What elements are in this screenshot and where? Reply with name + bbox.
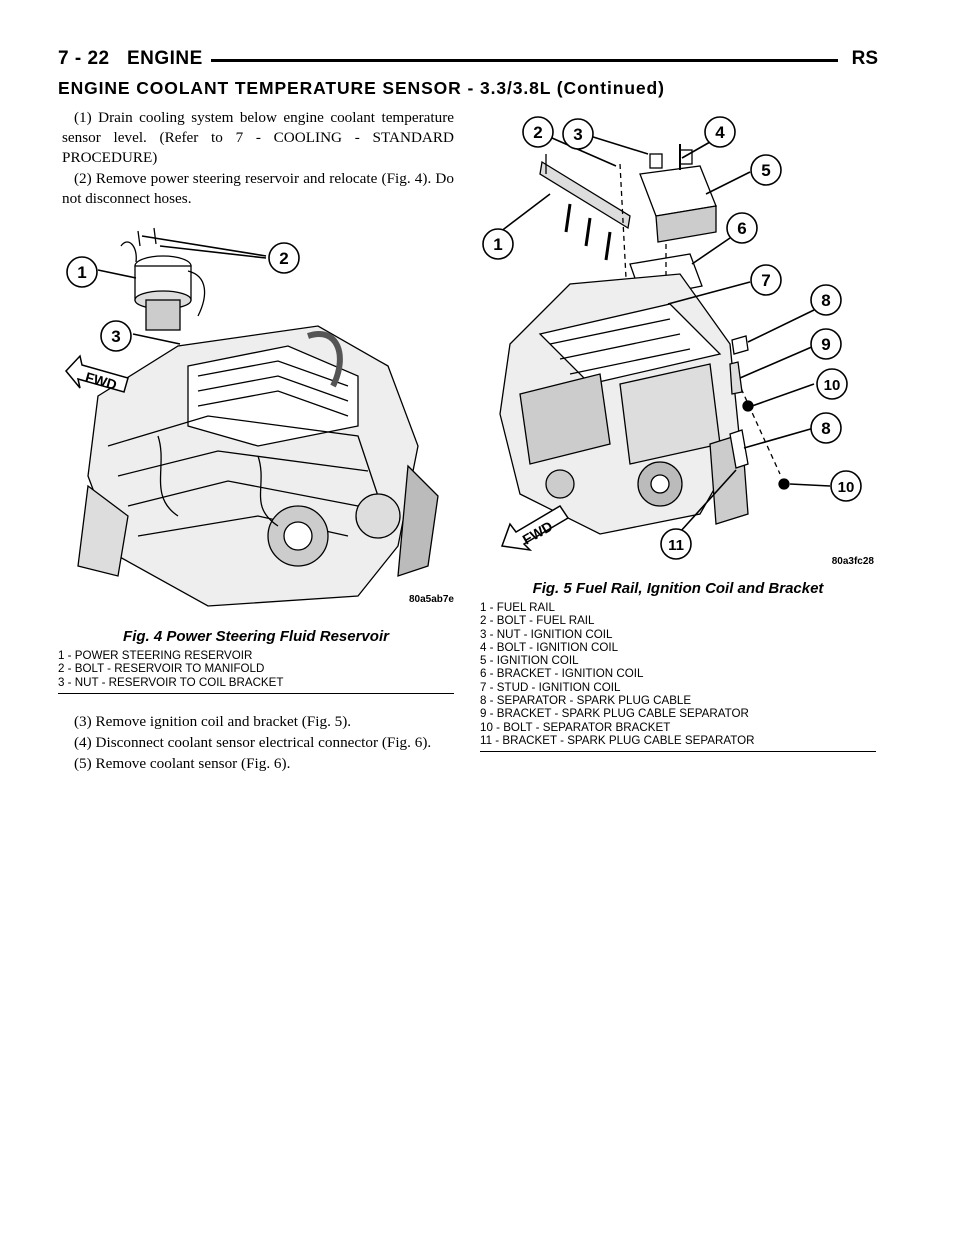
fig4-callouts: 1 2 3 bbox=[66, 242, 300, 352]
fig5-legend-item: 7 - STUD - IGNITION COIL bbox=[480, 680, 621, 694]
step-1: (1) Drain cooling system below engine co… bbox=[62, 109, 454, 166]
fig5-legend: 1 - FUEL RAIL 2 - BOLT - FUEL RAIL 3 - N… bbox=[480, 601, 876, 747]
fig5-callout-11: 11 bbox=[668, 537, 684, 554]
step-2: (2) Remove power steering reservoir and … bbox=[62, 170, 454, 207]
fig5-callout-7: 7 bbox=[761, 271, 770, 290]
fig4-callout-2: 2 bbox=[279, 249, 288, 268]
fig5-legend-item: 6 - BRACKET - IGNITION COIL bbox=[480, 667, 644, 681]
fig4-caption: Fig. 4 Power Steering Fluid Reservoir bbox=[123, 628, 389, 645]
page-header: 7 - 22 ENGINE RS bbox=[58, 48, 878, 72]
fig5-caption: Fig. 5 Fuel Rail, Ignition Coil and Brac… bbox=[532, 580, 824, 597]
fwd-arrow: FWD bbox=[65, 354, 129, 393]
fig5-callout-5: 5 bbox=[761, 161, 770, 180]
fig5-callout-9: 9 bbox=[821, 335, 830, 354]
fig5-legend-item: 9 - BRACKET - SPARK PLUG CABLE SEPARATOR bbox=[480, 707, 749, 721]
fig5-callout-8: 8 bbox=[821, 291, 830, 310]
fig4-callout-1: 1 bbox=[77, 263, 86, 282]
fig4-callout-3: 3 bbox=[111, 327, 120, 346]
header-rule bbox=[208, 59, 838, 62]
fig4-rule bbox=[58, 692, 454, 694]
header-left: 7 - 22 ENGINE bbox=[58, 48, 211, 70]
fig5-legend-item: 5 - IGNITION COIL bbox=[480, 654, 579, 668]
figure-4: FWD 1 2 3 80a5ab7e Fig. 4 Power Steering… bbox=[58, 216, 454, 694]
fig5-rule bbox=[480, 751, 876, 753]
fig5-callout-10b: 10 bbox=[838, 479, 855, 496]
fig5-legend-item: 1 - FUEL RAIL bbox=[480, 601, 555, 614]
fig4-illustration: FWD 1 2 3 bbox=[65, 227, 439, 607]
fig5-legend-item: 4 - BOLT - IGNITION COIL bbox=[480, 640, 619, 654]
fig5-callout-4: 4 bbox=[715, 123, 725, 142]
fig4-legend-item: 3 - NUT - RESERVOIR TO COIL BRACKET bbox=[58, 675, 284, 689]
fig5-code: 80a3fc28 bbox=[831, 556, 874, 567]
fig5-callout-3: 3 bbox=[573, 125, 582, 144]
step-3: (3) Remove ignition coil and bracket (Fi… bbox=[74, 713, 352, 730]
model-code: RS bbox=[843, 48, 878, 70]
fig5-callout-10: 10 bbox=[824, 377, 841, 394]
fig5-legend-item: 2 - BOLT - FUEL RAIL bbox=[480, 614, 595, 628]
fig5-legend-item: 8 - SEPARATOR - SPARK PLUG CABLE bbox=[480, 694, 692, 708]
fig5-legend-item: 10 - BOLT - SEPARATOR BRACKET bbox=[480, 720, 671, 734]
figure-5: FWD 1 2 3 4 5 6 7 8 9 10 8 10 bbox=[480, 114, 876, 753]
steps-bottom: (3) Remove ignition coil and bracket (Fi… bbox=[62, 712, 454, 775]
fig5-callout-8b: 8 bbox=[821, 419, 830, 438]
step-4: (4) Disconnect coolant sensor electrical… bbox=[74, 734, 432, 751]
fig5-callout-1: 1 bbox=[493, 235, 502, 254]
section-name: ENGINE bbox=[126, 48, 203, 69]
fig4-legend-item: 2 - BOLT - RESERVOIR TO MANIFOLD bbox=[58, 662, 265, 676]
section-title: ENGINE COOLANT TEMPERATURE SENSOR - 3.3/… bbox=[58, 78, 665, 98]
fig5-callouts: 1 2 3 4 5 6 7 8 9 10 8 10 11 bbox=[482, 116, 862, 560]
fwd-arrow: FWD bbox=[500, 504, 570, 552]
steps-top: (1) Drain cooling system below engine co… bbox=[62, 108, 454, 210]
page-number: 7 - 22 bbox=[58, 48, 110, 69]
fwd-label: FWD bbox=[84, 369, 119, 393]
fig5-illustration: FWD 1 2 3 4 5 6 7 8 9 10 8 10 bbox=[482, 116, 862, 560]
fig4-legend: 1 - POWER STEERING RESERVOIR 2 - BOLT - … bbox=[58, 649, 454, 689]
fig5-legend-item: 3 - NUT - IGNITION COIL bbox=[480, 627, 613, 641]
fig5-callout-2: 2 bbox=[533, 123, 542, 142]
step-5: (5) Remove coolant sensor (Fig. 6). bbox=[74, 755, 291, 772]
fig4-code: 80a5ab7e bbox=[408, 594, 454, 605]
fig4-legend-item: 1 - POWER STEERING RESERVOIR bbox=[58, 649, 253, 662]
fig5-legend-item: 11 - BRACKET - SPARK PLUG CABLE SEPARATO… bbox=[480, 733, 755, 747]
fig5-callout-6: 6 bbox=[737, 219, 746, 238]
